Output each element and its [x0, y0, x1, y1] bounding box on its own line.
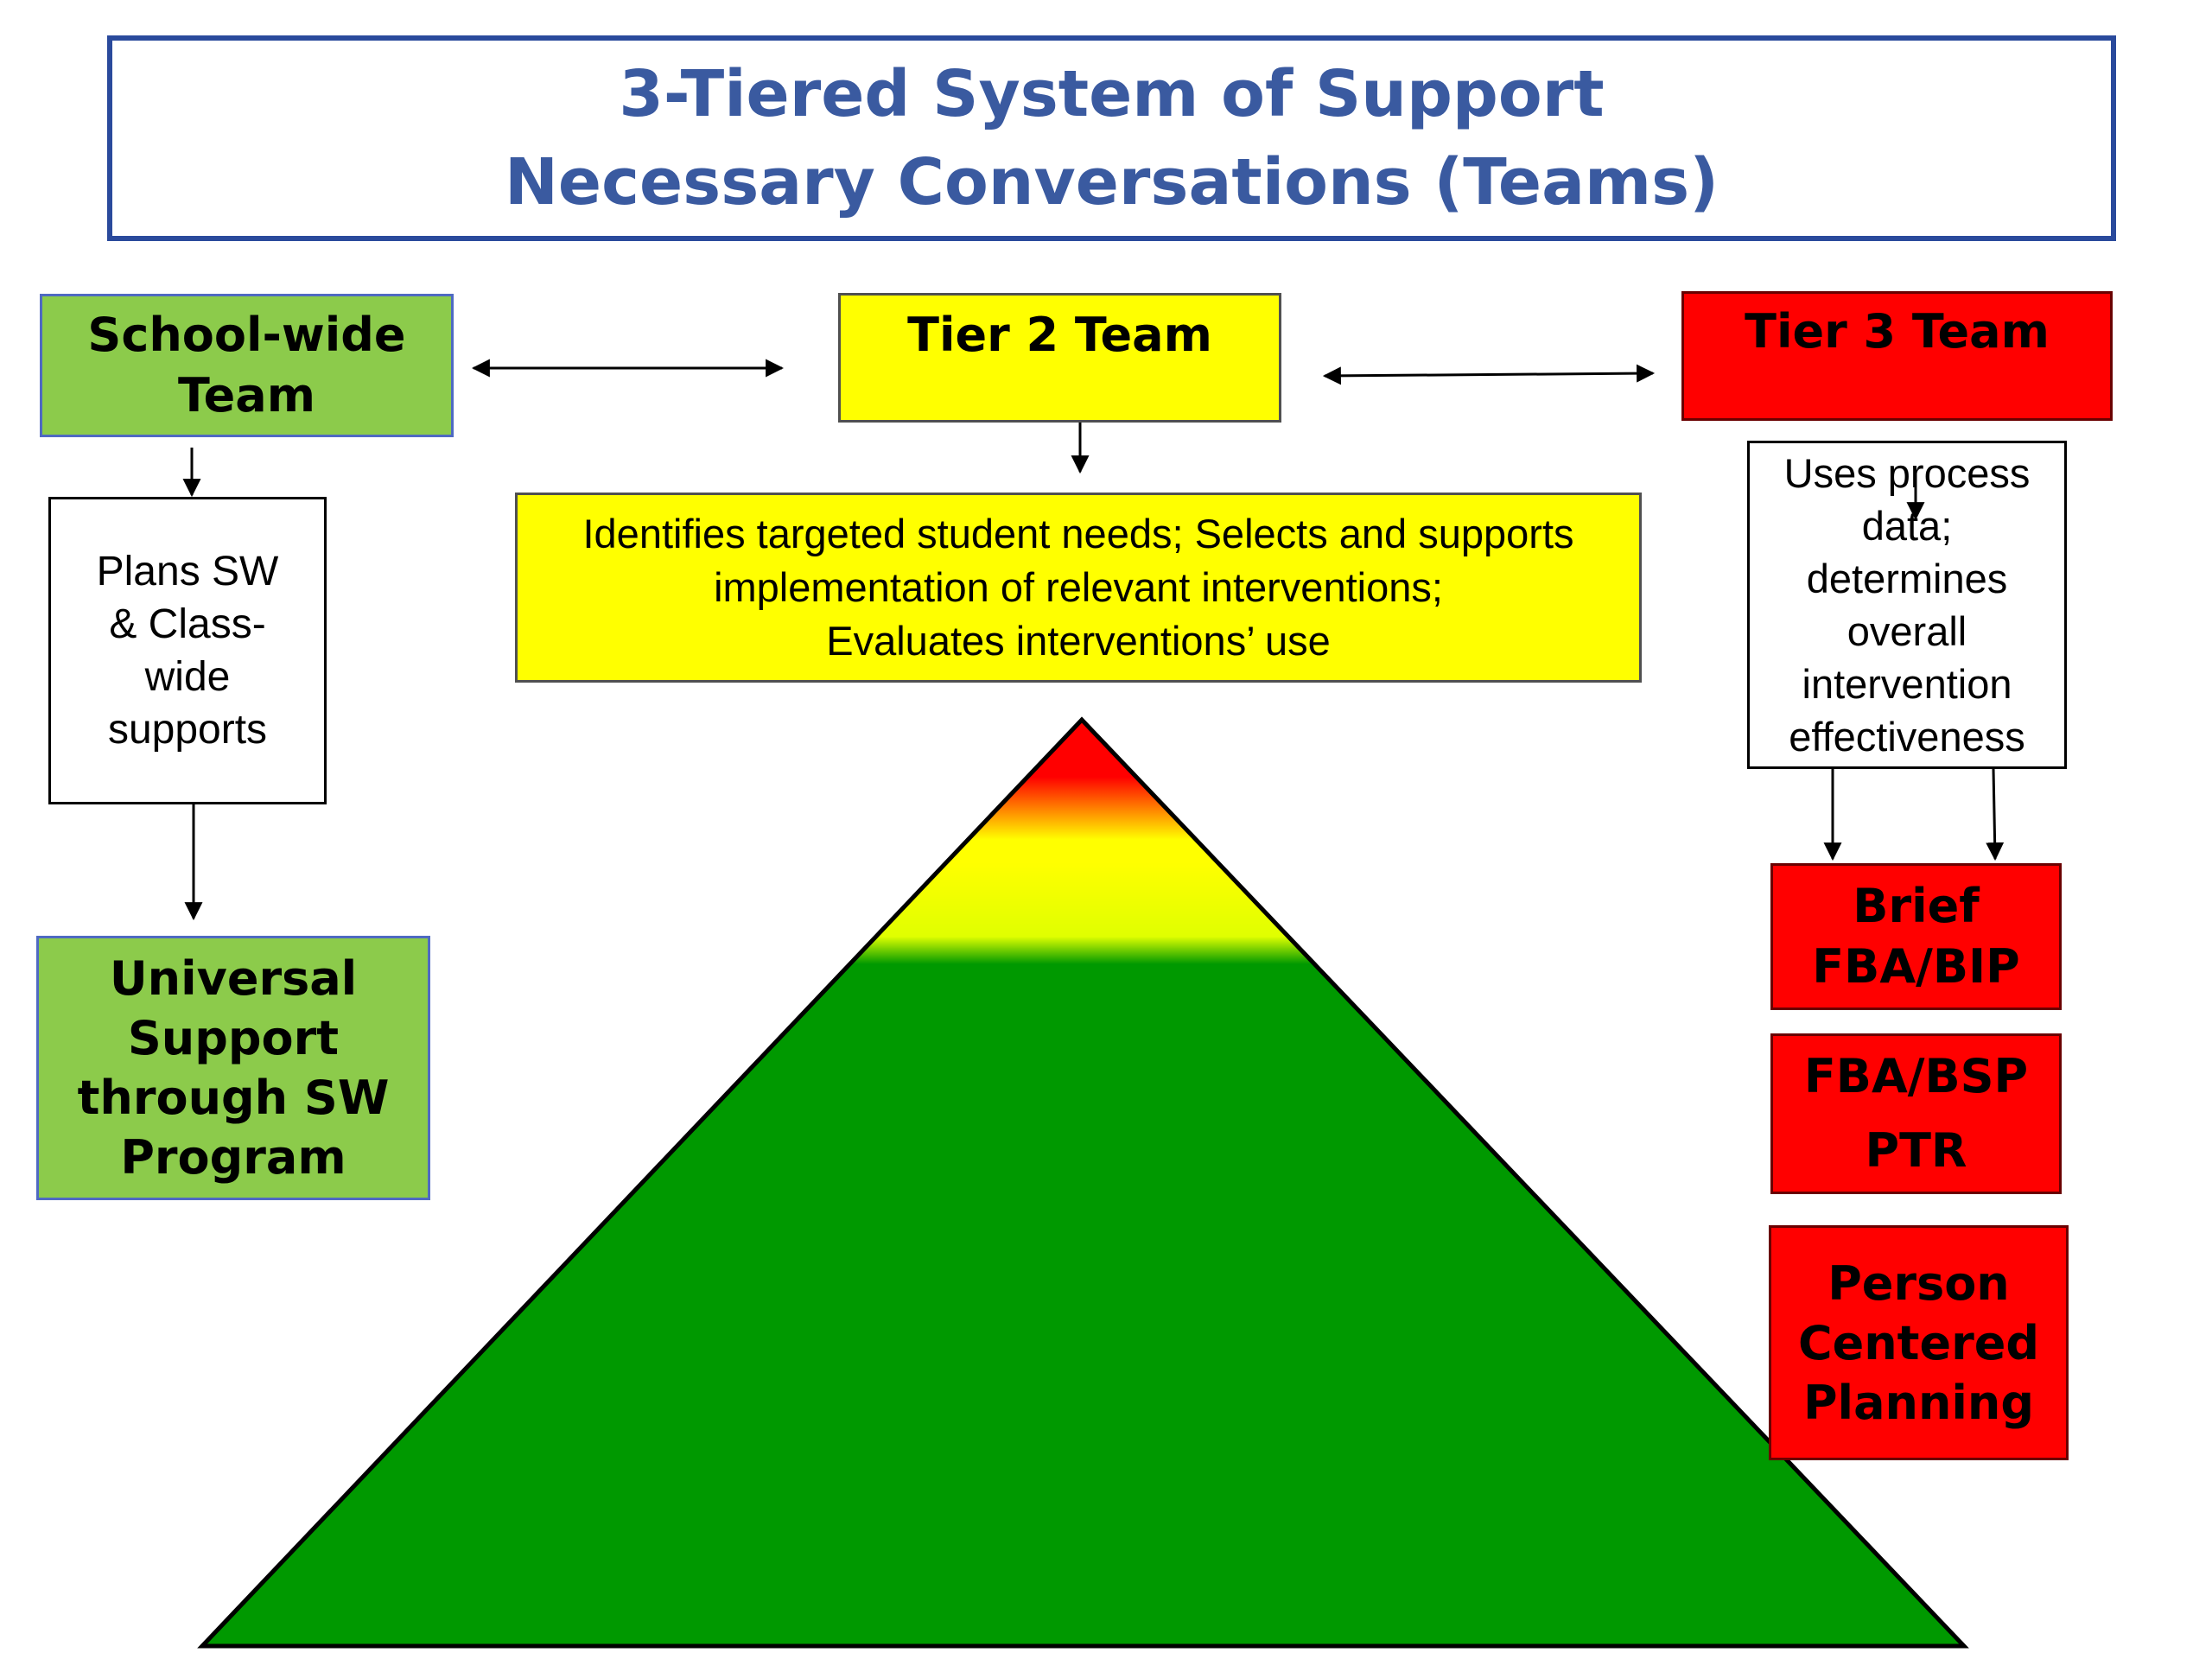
- tier2-team-box: Tier 2 Team: [838, 293, 1281, 423]
- brief-fba-bip-box: Brief FBA/BIP: [1770, 863, 2062, 1010]
- tier-pyramid: [197, 716, 1969, 1649]
- universal-line: through SW: [77, 1071, 390, 1125]
- pcp-line: Person: [1827, 1255, 2010, 1311]
- schoolwide-team-line-2: Team: [178, 368, 315, 423]
- fba-bsp-ptr-box: FBA/BSP PTR: [1770, 1033, 2062, 1194]
- tier3-desc-line: effectiveness: [1789, 714, 2025, 760]
- tier3-desc-line: intervention: [1802, 661, 2012, 707]
- schoolwide-desc-line: supports: [107, 707, 268, 753]
- schoolwide-team-line-1: School-wide: [87, 308, 406, 362]
- tier2-description-box: Identifies targeted student needs; Selec…: [515, 493, 1642, 683]
- schoolwide-desc-line: & Class-: [109, 601, 266, 647]
- brief-line: FBA/BIP: [1812, 939, 2020, 994]
- universal-support-box: Universal Support through SW Program: [36, 936, 430, 1200]
- tier3-desc-line: Uses process: [1783, 450, 2031, 496]
- tier3-desc-line: overall: [1847, 608, 1967, 654]
- schoolwide-desc-line: Plans SW: [96, 549, 279, 594]
- pcp-line: Planning: [1802, 1375, 2035, 1430]
- fba-bsp-line: FBA/BSP: [1803, 1049, 2029, 1103]
- arrow-tier3-desc-right: [1986, 768, 2005, 861]
- universal-line: Program: [120, 1130, 346, 1185]
- tier2-desc-line: Identifies targeted student needs; Selec…: [582, 511, 1574, 556]
- universal-line: Support: [127, 1011, 340, 1065]
- universal-line: Universal: [109, 951, 358, 1006]
- tier3-team-box: Tier 3 Team: [1681, 291, 2113, 421]
- person-centered-planning-box: Person Centered Planning: [1769, 1225, 2069, 1460]
- title-line-1: 3-Tiered System of Support: [619, 57, 1605, 131]
- tier3-desc-line: determines: [1806, 556, 2008, 601]
- schoolwide-description-box: Plans SW & Class- wide supports: [48, 497, 327, 804]
- fba-bsp-line: PTR: [1865, 1123, 1967, 1178]
- schoolwide-team-box: School-wide Team: [40, 294, 454, 437]
- tier3-description-box: Uses process data; determines overall in…: [1747, 441, 2067, 769]
- tier2-desc-line: Evaluates interventions’ use: [826, 618, 1331, 664]
- tier2-team-label: Tier 2 Team: [907, 308, 1212, 362]
- arrow-tier2-tier3: [1322, 364, 1656, 385]
- tier3-desc-line: data;: [1861, 503, 1953, 549]
- schoolwide-desc-line: wide: [144, 654, 231, 700]
- tier3-team-label: Tier 3 Team: [1745, 304, 2050, 359]
- tier2-desc-line: implementation of relevant interventions…: [714, 564, 1443, 610]
- title-line-2: Necessary Conversations (Teams): [504, 145, 1719, 219]
- diagram-title: 3-Tiered System of Support Necessary Con…: [107, 35, 2116, 241]
- brief-line: Brief: [1853, 879, 1980, 933]
- pcp-line: Centered: [1797, 1315, 2040, 1370]
